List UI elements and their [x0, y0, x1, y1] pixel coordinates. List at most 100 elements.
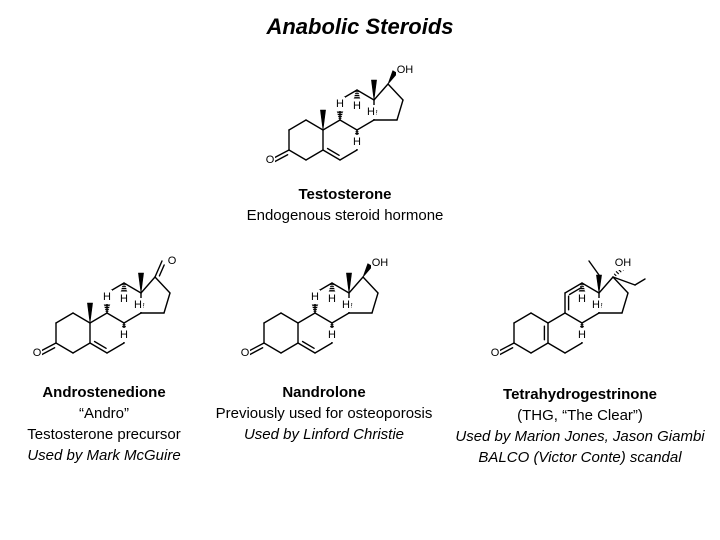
molecule-description: Endogenous steroid hormone	[246, 207, 444, 224]
bond	[588, 260, 600, 276]
hydroxyl-label: OH	[615, 257, 632, 269]
bond	[387, 83, 404, 101]
hash-bond	[613, 273, 617, 277]
oxygen-label: O	[491, 347, 500, 359]
double-bond-line	[499, 347, 514, 356]
bond	[89, 342, 108, 354]
bond	[297, 342, 316, 354]
double-bond-line	[326, 147, 340, 156]
wedge-bond	[362, 263, 373, 278]
hydrogen-label: H	[578, 293, 586, 305]
bond	[621, 292, 629, 314]
double-bond-line	[158, 264, 165, 277]
bond	[373, 83, 389, 101]
bond	[547, 312, 566, 324]
bond	[106, 312, 125, 324]
hydrogen-label: H	[103, 291, 111, 303]
hydrogen-label: H	[342, 299, 350, 311]
bond	[154, 276, 171, 294]
atom-label-bg	[240, 346, 250, 360]
atom-label-bg	[102, 290, 112, 304]
bond	[163, 292, 171, 314]
hydrogen-label: H	[353, 136, 361, 148]
androstenedione-caption: Androstenedione “Andro” Testosterone pre…	[4, 382, 204, 466]
molecule-usage: Used by Marion Jones, Jason Giambi	[455, 428, 705, 445]
bond	[305, 119, 324, 131]
bond	[348, 276, 364, 294]
bond	[331, 282, 350, 294]
bond	[280, 342, 299, 354]
bond	[288, 149, 307, 161]
bond	[581, 282, 600, 294]
bond	[581, 312, 600, 324]
molecule-name: Tetrahydrogestrinone	[503, 386, 657, 403]
atom-label-bg	[591, 298, 601, 312]
atom-label-bg	[577, 292, 587, 306]
bond	[314, 342, 333, 354]
double-bond-line	[249, 347, 264, 356]
atom-label-bg	[119, 328, 129, 342]
bond	[513, 312, 532, 324]
atom-label-bg	[396, 63, 414, 77]
oxygen-label: O	[241, 347, 250, 359]
atom-label-bg	[265, 153, 275, 167]
bond	[598, 276, 614, 294]
hydrogen-label: H	[311, 291, 319, 303]
bond	[322, 119, 341, 131]
bond	[322, 149, 341, 161]
atom-label-bg	[335, 97, 345, 111]
bond	[89, 312, 108, 324]
bond	[513, 342, 532, 354]
molecule-description: Testosterone precursor	[27, 426, 181, 443]
bond	[314, 312, 333, 324]
bond	[362, 276, 379, 294]
atom-label-bg	[32, 346, 42, 360]
bond	[356, 119, 375, 131]
hydrogen-label: H	[328, 329, 336, 341]
molecule-usage: Used by Linford Christie	[243, 426, 405, 443]
hydrogen-label: H	[578, 329, 586, 341]
bond	[371, 292, 379, 314]
double-bond-line	[568, 287, 582, 296]
bond	[106, 342, 125, 354]
molecule-name: Testosterone	[298, 186, 392, 203]
wedge-bond	[138, 272, 144, 294]
hydrogen-label: H	[592, 299, 600, 311]
atom-label-bg	[119, 292, 129, 306]
bond	[331, 312, 350, 324]
wedge-bond	[346, 272, 352, 294]
hydrogen-label: H	[328, 293, 336, 305]
bond	[55, 342, 74, 354]
molecule-name: Androstenedione	[42, 384, 166, 401]
hydrogen-label: H	[353, 100, 361, 112]
oxygen-label: O	[33, 347, 42, 359]
bond	[123, 282, 142, 294]
bond	[263, 342, 282, 354]
bond	[288, 119, 307, 131]
atom-label-bg	[490, 346, 500, 360]
hydrogen-label: H	[120, 329, 128, 341]
bond	[564, 312, 583, 324]
bond	[263, 312, 282, 324]
atom-label-bg	[371, 256, 389, 270]
hydroxyl-label: OH	[397, 64, 414, 76]
oxygen-label: O	[266, 154, 275, 166]
wedge-bond	[387, 70, 398, 85]
bond	[396, 99, 404, 121]
bond	[72, 312, 91, 324]
wedge-bond	[371, 79, 377, 101]
hash-bond	[615, 271, 619, 275]
molecule-usage: BALCO (Victor Conte) scandal	[478, 449, 682, 466]
bond	[612, 276, 629, 294]
atom-label-bg	[133, 298, 143, 312]
bond	[280, 312, 299, 324]
atom-label-bg	[352, 99, 362, 113]
atom-label-bg	[352, 135, 362, 149]
bond	[140, 276, 156, 294]
bond	[564, 342, 583, 354]
bond	[530, 312, 549, 324]
bond	[356, 89, 375, 101]
